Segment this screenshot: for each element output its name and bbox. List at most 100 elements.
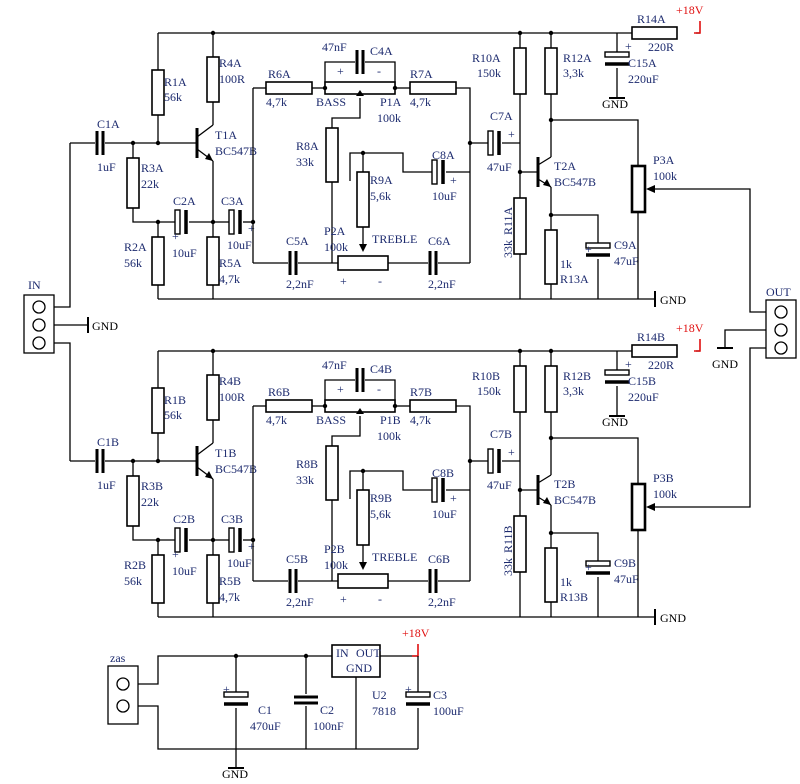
resistor-r8 — [325, 445, 339, 501]
r12-label: R12B — [563, 369, 591, 383]
resistor-r7 — [409, 81, 457, 95]
capacitor-c9-plate — [585, 242, 611, 249]
polarity-minus: - — [377, 382, 381, 396]
polarity-plus: + — [405, 682, 412, 696]
potentiometer-p2 — [337, 255, 389, 271]
arrow — [205, 153, 213, 161]
polarity-plus: + — [248, 221, 255, 235]
junction-dot — [322, 403, 328, 409]
supply-voltage-label: +18V — [676, 321, 704, 335]
r1-value: 56k — [164, 408, 182, 422]
t2-label: T2A — [554, 159, 576, 173]
r12-label: R12A — [563, 51, 592, 65]
psu-c3-value: 100uF — [433, 704, 464, 718]
psu-c1-value: 470uF — [250, 719, 281, 733]
r14-value: 220R — [648, 358, 674, 372]
resistor-r3 — [126, 475, 140, 527]
wire — [655, 347, 766, 508]
p1-label: P1B — [380, 413, 401, 427]
t1-label: T1A — [215, 128, 237, 142]
resistor-r14 — [631, 26, 678, 40]
bass-label: BASS — [316, 413, 346, 427]
wire — [365, 379, 396, 406]
junction-dot — [360, 150, 366, 156]
polarity-plus: + — [625, 39, 632, 53]
p3-label: P3B — [653, 471, 674, 485]
polarity-minus: - — [378, 592, 382, 606]
input-connector-label: IN — [28, 278, 41, 292]
c7-value: 47uF — [487, 478, 512, 492]
supply-symbol — [694, 21, 701, 34]
psu-c1-label: C1 — [258, 703, 272, 717]
junction-dot — [233, 653, 239, 659]
r5-value: 4,7k — [219, 272, 240, 286]
r8-value: 33k — [296, 473, 314, 487]
u2-label: U2 — [372, 688, 387, 702]
polarity-plus: + — [340, 274, 347, 288]
ground-label: GND — [660, 611, 686, 625]
p2-value: 100k — [324, 558, 348, 572]
polarity-plus: + — [340, 592, 347, 606]
r8-label: R8B — [296, 457, 318, 471]
r1-value: 56k — [164, 90, 182, 104]
wire — [138, 705, 418, 750]
capacitor-c8-plate — [431, 159, 438, 185]
c3-value: 10uF — [227, 238, 252, 252]
r14-value: 220R — [648, 40, 674, 54]
capacitor-c2-plate — [174, 209, 181, 235]
treble-label: TREBLE — [372, 550, 417, 564]
r4-label: R4A — [219, 56, 242, 70]
r13-value: 1k — [560, 575, 572, 589]
r7-label: R7B — [410, 385, 432, 399]
r13-label: R13A — [560, 272, 589, 286]
r6-label: R6B — [268, 385, 290, 399]
c8-label: C8B — [432, 466, 454, 480]
wire — [132, 208, 178, 223]
junction-dot — [303, 653, 309, 659]
c6-value: 2,2nF — [428, 277, 456, 291]
r9-label: R9B — [370, 491, 392, 505]
u2-value: 7818 — [372, 704, 396, 718]
bass-label: BASS — [316, 95, 346, 109]
p1-value: 100k — [377, 111, 401, 125]
polarity-plus: + — [337, 64, 344, 78]
capacitor-c7-plate — [487, 130, 494, 156]
r10-label: R10B — [472, 369, 500, 383]
polarity-plus: + — [223, 682, 230, 696]
r3-value: 22k — [141, 495, 159, 509]
junction-dot — [517, 487, 523, 493]
resistor-r6 — [265, 399, 313, 413]
r4-value: 100R — [219, 390, 245, 404]
r2-value: 56k — [124, 574, 142, 588]
c2-label: C2B — [173, 512, 195, 526]
capacitor-c15-plate — [604, 369, 630, 376]
junction-dot — [517, 348, 523, 354]
wire — [655, 188, 766, 313]
c9-value: 47uF — [614, 572, 639, 586]
r5-label: R5A — [219, 256, 242, 270]
channel-a: +18VGNDR14A220R+C15A220uFGNDC1A1uFR1A56k… — [70, 3, 704, 307]
supply-voltage-label: +18V — [402, 626, 430, 640]
regulator-pin-gnd: GND — [346, 661, 372, 675]
wire — [551, 437, 639, 484]
arrow — [543, 497, 551, 505]
terminal-pin — [32, 336, 46, 350]
polarity-plus: + — [585, 560, 592, 574]
polarity-plus: + — [172, 547, 179, 561]
c9-label: C9A — [614, 238, 637, 252]
junction-dot — [322, 85, 328, 91]
transistor-t1-collector — [196, 124, 214, 138]
r14-label: R14B — [637, 330, 665, 344]
r7-value: 4,7k — [410, 413, 431, 427]
terminal-pin — [116, 677, 130, 691]
c5-value: 2,2nF — [286, 277, 314, 291]
wire — [456, 87, 471, 263]
arrow — [543, 179, 551, 187]
r6-value: 4,7k — [266, 413, 287, 427]
wire — [331, 416, 361, 446]
t2-label: T2B — [554, 477, 575, 491]
junction-dot — [360, 468, 366, 474]
psu-c2-value: 100nF — [313, 719, 344, 733]
r6-label: R6A — [268, 67, 291, 81]
c1-label: C1B — [97, 435, 119, 449]
